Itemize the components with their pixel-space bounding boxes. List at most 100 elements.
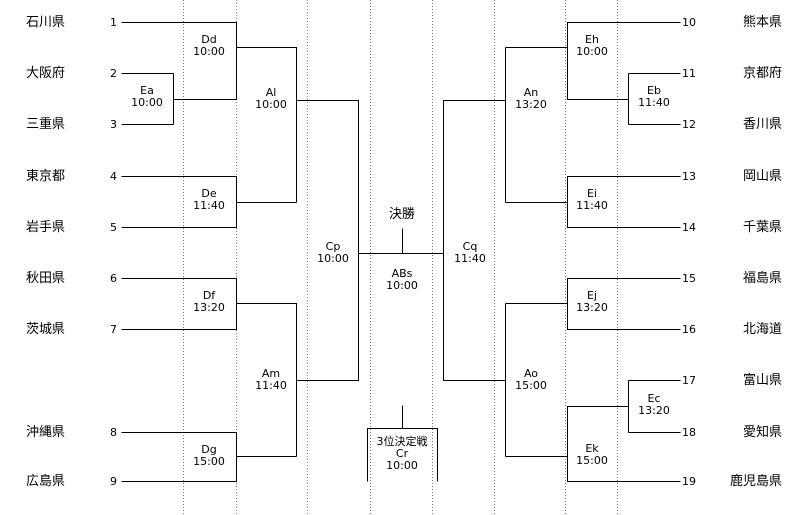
team-name-left: 沖縄県 — [26, 425, 66, 440]
team-seed-right: 15 — [682, 272, 696, 285]
match-time: 13:20 — [576, 301, 608, 314]
team-name-right: 北海道 — [742, 322, 782, 337]
match-time: 15:00 — [515, 379, 547, 392]
team-name-right: 岡山県 — [742, 169, 782, 184]
match-Ej-lines — [505, 278, 681, 330]
team-name-right: 鹿児島県 — [729, 474, 782, 489]
match-time: 11:40 — [638, 96, 670, 109]
match-label-Cq: Cq 11:40 — [440, 241, 500, 264]
match-time: 10:00 — [386, 459, 418, 472]
match-code: An — [523, 86, 539, 99]
match-Df-lines — [121, 278, 297, 457]
match-code: Ei — [586, 187, 597, 200]
team-name-left: 石川県 — [26, 15, 66, 30]
match-code: Cq — [462, 240, 478, 253]
match-label-De: De 11:40 — [179, 188, 239, 211]
team-name-left: 東京都 — [26, 169, 66, 184]
third-place-box — [367, 405, 438, 482]
team-seed-left: 5 — [110, 221, 117, 234]
match-label-Ek: Ek 15:00 — [562, 443, 622, 466]
match-Eh-lines — [505, 22, 681, 100]
match-Ei-lines — [505, 176, 681, 228]
team-name-left: 岩手県 — [26, 220, 66, 235]
final-title: 決勝 — [388, 207, 415, 222]
match-code: Eh — [585, 33, 599, 46]
match-label-Eh: Eh 10:00 — [562, 34, 622, 57]
match-time: 11:40 — [193, 199, 225, 212]
match-time: 10:00 — [576, 45, 608, 58]
match-label-Ej: Ej 13:20 — [562, 290, 622, 313]
team-name-left: 茨城県 — [26, 322, 66, 337]
team-seed-right: 10 — [682, 16, 696, 29]
match-label-Ao: Ao 15:00 — [501, 368, 561, 391]
match-Eb-lines — [628, 73, 681, 125]
match-time: 11:40 — [255, 379, 287, 392]
match-code: Am — [261, 367, 281, 380]
match-label-Cp: Cp 10:00 — [303, 241, 363, 264]
match-Al-lines — [296, 100, 359, 254]
team-name-left: 大阪府 — [26, 66, 66, 81]
match-label-Dg: Dg 15:00 — [179, 444, 239, 467]
team-seed-left: 9 — [110, 475, 117, 488]
match-code: Ek — [585, 442, 599, 455]
match-label-Eb: Eb 11:40 — [624, 85, 684, 108]
team-seed-left: 8 — [110, 426, 117, 439]
third-place-label: 3位決定戦 Cr 10:00 — [368, 436, 436, 471]
team-name-right: 福島県 — [742, 271, 782, 286]
match-time: 13:20 — [193, 301, 225, 314]
column-dividers — [183, 0, 618, 515]
match-time: 10:00 — [317, 252, 349, 265]
match-label-Ec: Ec 13:20 — [624, 393, 684, 416]
third-place-title: 3位決定戦 — [376, 435, 428, 448]
team-seed-right: 17 — [682, 374, 696, 387]
team-name-left: 三重県 — [26, 117, 66, 132]
match-Cq-lines — [402, 100, 506, 381]
team-name-right: 千葉県 — [742, 220, 782, 235]
team-seed-left: 7 — [110, 323, 117, 336]
match-code: Al — [265, 86, 277, 99]
match-Am-lines — [296, 253, 359, 381]
match-Dd-lines — [236, 47, 297, 203]
match-time: 15:00 — [193, 455, 225, 468]
match-time: 10:00 — [193, 45, 225, 58]
team-seed-left: 6 — [110, 272, 117, 285]
team-seed-right: 16 — [682, 323, 696, 336]
match-code: ABs — [391, 267, 413, 280]
match-code: Eb — [647, 84, 661, 97]
match-code: Dd — [201, 33, 217, 46]
match-time: 10:00 — [386, 279, 418, 292]
match-code: Cp — [325, 240, 341, 253]
match-code: Ea — [140, 84, 154, 97]
match-label-final: ABs 10:00 — [372, 268, 432, 291]
team-seed-right: 12 — [682, 118, 696, 131]
team-seed-right: 19 — [682, 475, 696, 488]
match-time: 10:00 — [255, 98, 287, 111]
match-time: 11:40 — [576, 199, 608, 212]
match-label-Al: Al 10:00 — [241, 87, 301, 110]
team-name-left: 秋田県 — [26, 271, 66, 286]
match-code: Cr — [395, 447, 409, 460]
match-code: Ec — [647, 392, 661, 405]
team-seed-left: 1 — [110, 16, 117, 29]
team-seed-left: 2 — [110, 67, 117, 80]
match-Dg-lines — [121, 432, 297, 482]
match-time: 10:00 — [131, 96, 163, 109]
match-Ec-lines — [628, 380, 681, 433]
match-code: Dg — [201, 443, 217, 456]
team-seed-left: 4 — [110, 170, 117, 183]
bracket-lines — [121, 22, 681, 482]
team-line-1 — [121, 22, 237, 48]
match-code: Ao — [523, 367, 539, 380]
team-seed-right: 14 — [682, 221, 696, 234]
match-code: Ej — [586, 289, 597, 302]
team-seed-right: 13 — [682, 170, 696, 183]
match-De-lines — [121, 176, 297, 228]
match-time: 15:00 — [576, 454, 608, 467]
team-seed-left: 3 — [110, 118, 117, 131]
match-label-An: An 13:20 — [501, 87, 561, 110]
match-label-Ea: Ea 10:00 — [117, 85, 177, 108]
match-Ek-lines — [505, 406, 681, 482]
match-label-Am: Am 11:40 — [241, 368, 301, 391]
match-label-Dd: Dd 10:00 — [179, 34, 239, 57]
